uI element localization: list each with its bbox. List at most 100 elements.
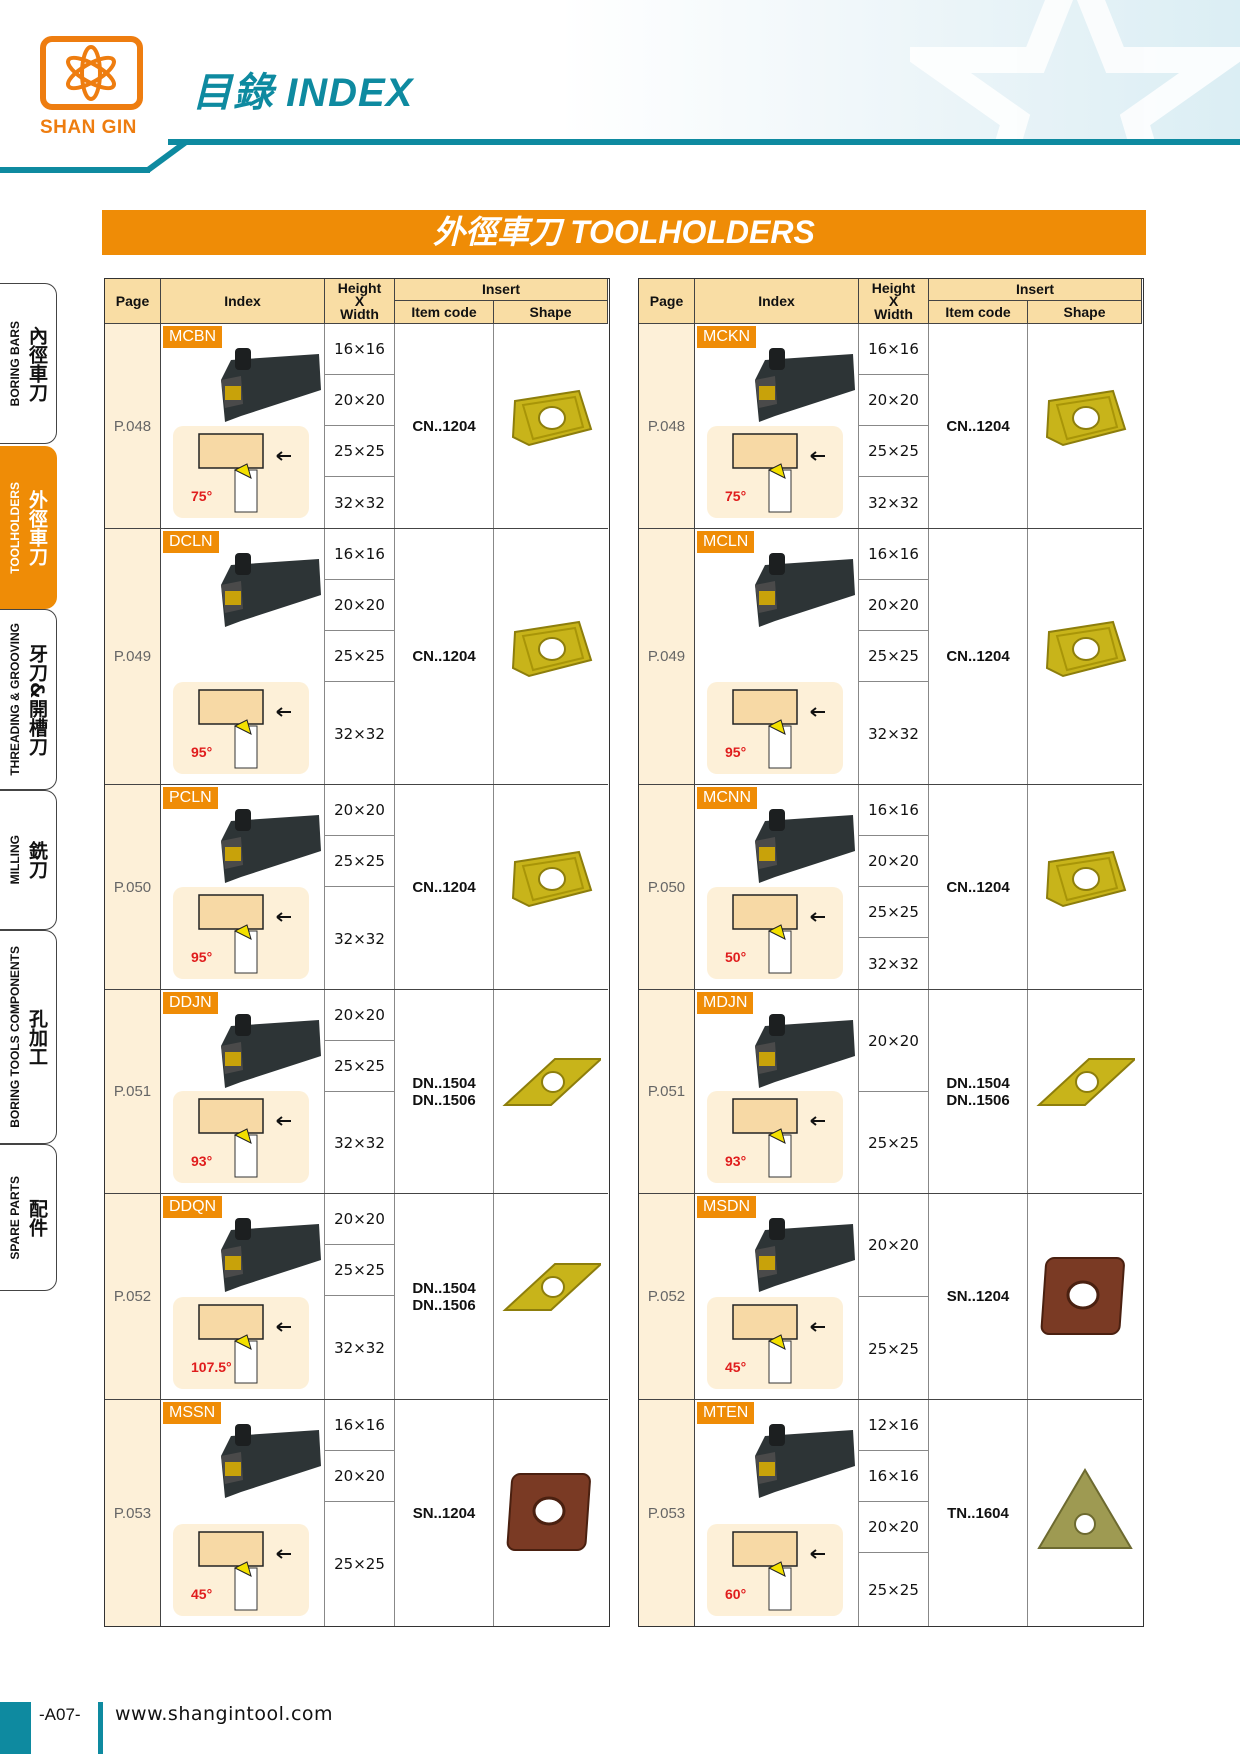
insert-shape-cell xyxy=(494,529,608,784)
item-code: DN..1506 xyxy=(946,1091,1010,1109)
page-ref[interactable]: P.051 xyxy=(639,990,695,1193)
insert-cn-shape-icon xyxy=(501,379,601,473)
toolholder-image xyxy=(725,807,855,889)
insert-header: Insert xyxy=(929,279,1142,301)
insert-item-code[interactable]: SN..1204 xyxy=(395,1400,494,1626)
index-code-tag: MCBN xyxy=(163,326,223,348)
size-cell: 20×20 xyxy=(325,990,394,1041)
page-ref[interactable]: P.050 xyxy=(639,785,695,989)
page-title: 目錄 INDEX xyxy=(192,71,414,115)
insert-shape-cell xyxy=(1028,324,1142,528)
index-code-tag: MSDN xyxy=(697,1196,757,1218)
side-tab-label-zh: 內徑車刀 xyxy=(26,325,48,402)
website-link[interactable]: www.shangintool.com xyxy=(115,1703,334,1725)
page-ref[interactable]: P.049 xyxy=(105,529,161,784)
item-code: SN..1204 xyxy=(412,1504,476,1522)
toolholder-image xyxy=(191,1012,321,1094)
insert-item-code[interactable]: CN..1204 xyxy=(929,785,1028,989)
approach-angle: 93° xyxy=(725,1153,747,1169)
page-ref[interactable]: P.048 xyxy=(639,324,695,528)
insert-shape-cell xyxy=(1028,990,1142,1193)
toolholder-image xyxy=(725,346,855,428)
size-cell: 25×25 xyxy=(325,1245,394,1296)
page-ref[interactable]: P.053 xyxy=(105,1400,161,1626)
insert-item-code[interactable]: CN..1204 xyxy=(395,324,494,528)
insert-header: Insert xyxy=(395,279,608,301)
page-ref[interactable]: P.052 xyxy=(639,1194,695,1399)
insert-item-code[interactable]: CN..1204 xyxy=(929,324,1028,528)
section-banner: 外徑車刀 TOOLHOLDERS xyxy=(102,210,1146,255)
size-cell: 32×32 xyxy=(334,929,385,948)
size-cell: 25×25 xyxy=(325,836,394,887)
size-cell: 25×25 xyxy=(325,631,394,682)
item-code: DN..1506 xyxy=(412,1296,476,1314)
insert-shape-cell xyxy=(494,1194,608,1399)
toolholder-image xyxy=(191,1216,321,1298)
header-rule-diagonal xyxy=(146,139,188,173)
page-ref[interactable]: P.048 xyxy=(105,324,161,528)
page-ref[interactable]: P.050 xyxy=(105,785,161,989)
item-code: CN..1204 xyxy=(412,878,476,896)
approach-angle: 93° xyxy=(191,1153,213,1169)
insert-item-code[interactable]: SN..1204 xyxy=(929,1194,1028,1399)
item-code: TN..1604 xyxy=(947,1504,1009,1522)
page-ref[interactable]: P.052 xyxy=(105,1194,161,1399)
footer-divider xyxy=(98,1702,103,1754)
size-cell: 32×32 xyxy=(334,1134,385,1152)
page-ref[interactable]: P.051 xyxy=(105,990,161,1193)
insert-cn-shape-icon xyxy=(1035,840,1135,934)
item-code: DN..1504 xyxy=(412,1074,476,1092)
page-ref[interactable]: P.053 xyxy=(639,1400,695,1626)
size-cell: 20×20 xyxy=(859,990,928,1092)
insert-item-code[interactable]: CN..1204 xyxy=(395,529,494,784)
size-cell: 32×32 xyxy=(334,494,385,512)
approach-angle: 107.5° xyxy=(191,1359,232,1375)
insert-cn-shape-icon xyxy=(1035,610,1135,704)
height-width-label: Width xyxy=(340,305,379,322)
size-cell: 25×25 xyxy=(859,887,928,938)
insert-item-code[interactable]: CN..1204 xyxy=(395,785,494,989)
index-header: Index xyxy=(161,279,325,324)
toolholder-image xyxy=(725,1422,855,1504)
toolholder-image xyxy=(191,807,321,889)
side-tab-boring-bars[interactable]: BORING BARS 內徑車刀 xyxy=(0,283,57,444)
toolholder-image xyxy=(725,1216,855,1298)
insert-item-code[interactable]: TN..1604 xyxy=(929,1400,1028,1626)
size-cell: 32×32 xyxy=(868,955,919,973)
insert-item-code[interactable]: CN..1204 xyxy=(929,529,1028,784)
item-code: CN..1204 xyxy=(412,417,476,435)
cutting-diagram: 60° xyxy=(707,1524,843,1616)
side-tab-label: BORING BARS xyxy=(8,320,22,407)
size-cell: 20×20 xyxy=(325,375,394,426)
shape-header: Shape xyxy=(494,301,608,324)
approach-angle: 75° xyxy=(725,488,747,504)
page-ref[interactable]: P.049 xyxy=(639,529,695,784)
